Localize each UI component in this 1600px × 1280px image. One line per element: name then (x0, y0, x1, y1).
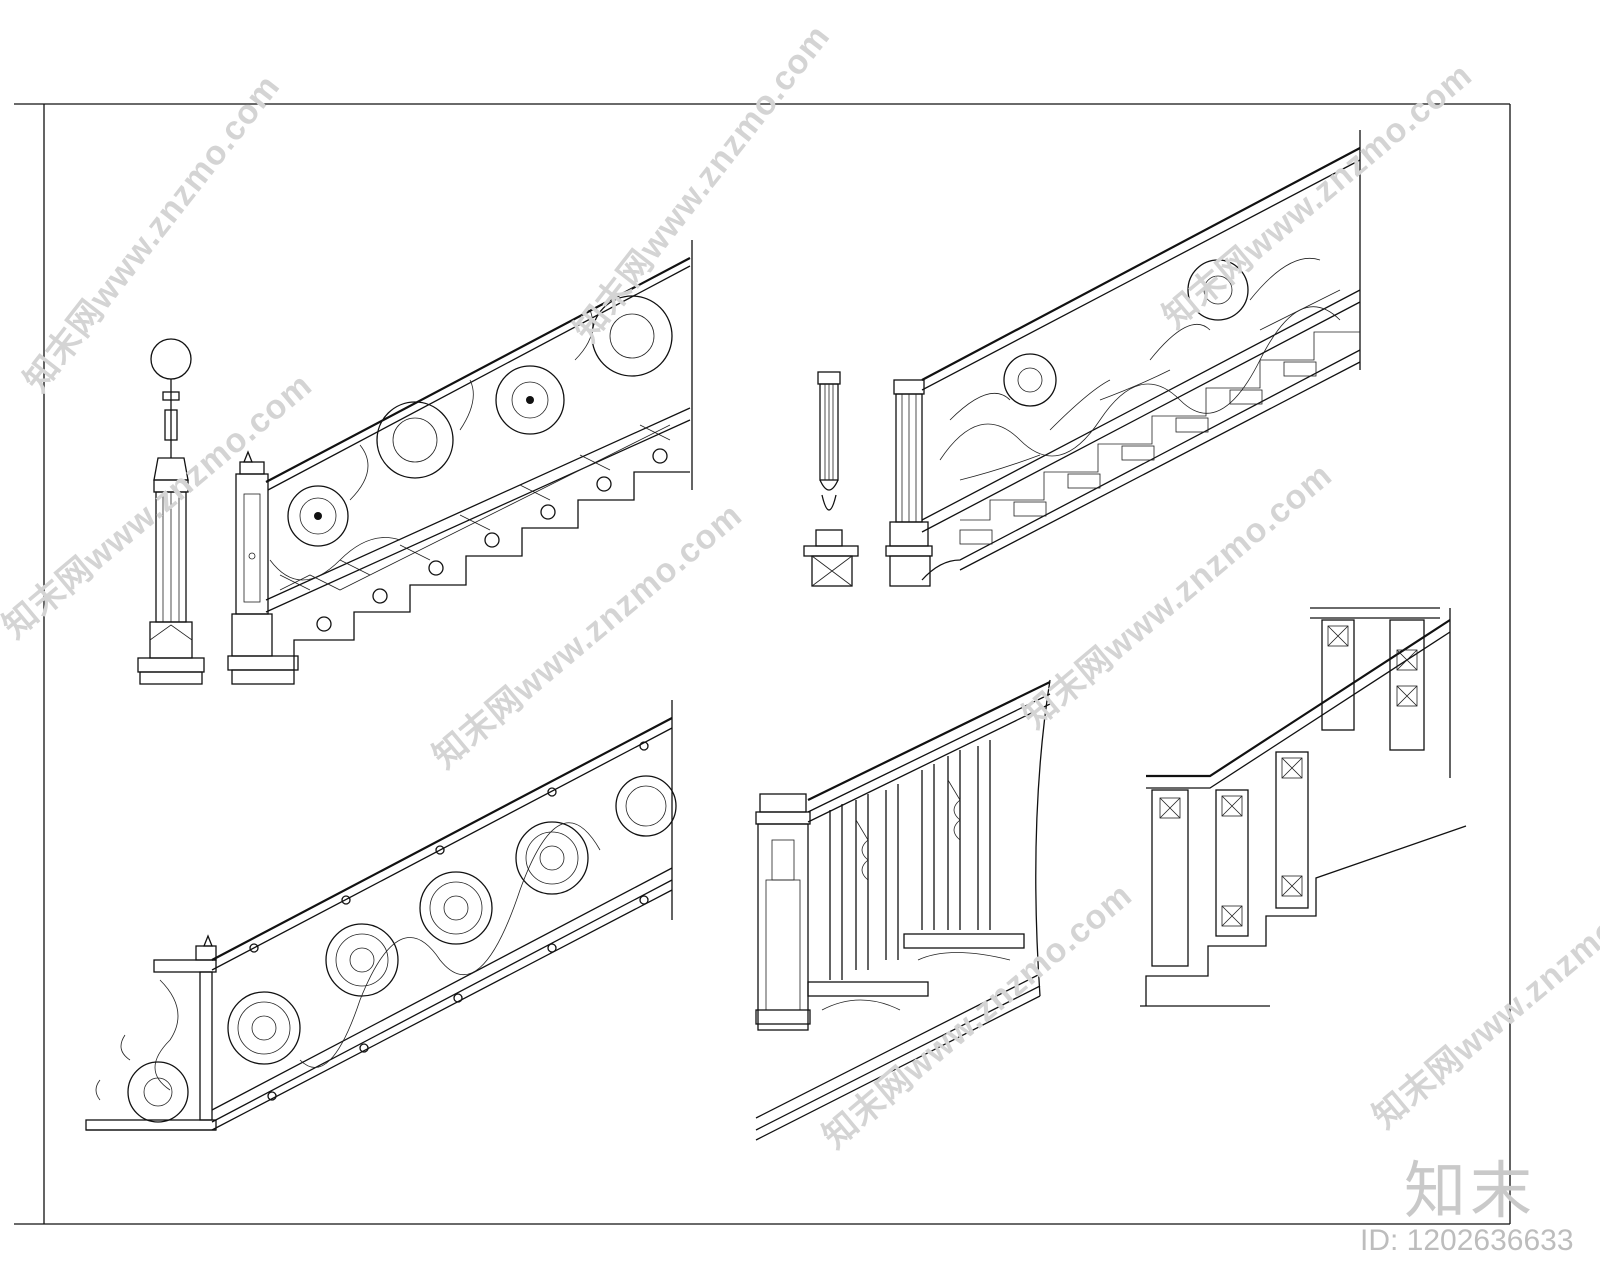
image-id-label: ID: 1202636633 (1360, 1224, 1574, 1257)
newel-post (227, 450, 299, 685)
turned-balusters (829, 740, 991, 980)
drawing-scroll-railing (137, 240, 693, 685)
stair-steps (293, 448, 690, 670)
drawing-rosette-railing (85, 700, 677, 1131)
newel-column (885, 379, 933, 587)
wood-newel (755, 793, 811, 1031)
drawing-baluster-railing (755, 679, 1051, 1141)
column (803, 371, 859, 587)
scroll-ornaments (269, 295, 673, 581)
drawing-acanthus-railing (803, 130, 1361, 587)
acanthus-ornaments (939, 258, 1341, 481)
sheet-frame (14, 103, 1511, 1225)
drawing-lattice-railing (1140, 607, 1467, 1007)
step-boxes (959, 331, 1360, 545)
lattice-panels (1151, 619, 1425, 967)
rosette-newel (85, 934, 217, 1131)
rosette-medallions (227, 741, 677, 1101)
lamp-post (137, 338, 205, 685)
brand-logo: 知末 (1404, 1154, 1537, 1227)
